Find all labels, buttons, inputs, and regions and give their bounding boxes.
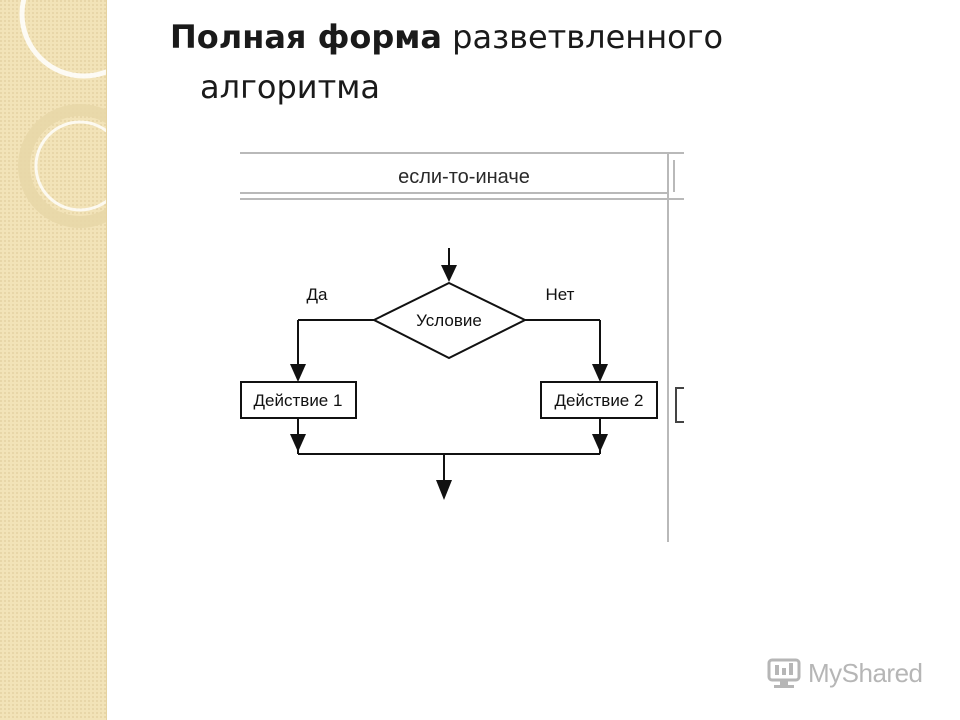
flowchart-svg: если-то-иначе Условие Да Нет xyxy=(240,152,684,542)
myshared-logo-icon xyxy=(767,658,801,688)
arrowheads xyxy=(290,265,608,500)
page-title: Полная форма разветвленного алгоритма xyxy=(170,12,810,112)
title-bold: Полная форма xyxy=(170,18,442,56)
arrow-down-icon xyxy=(592,434,608,452)
arrow-down-icon xyxy=(436,480,452,500)
action2-box xyxy=(540,381,658,419)
table-header: если-то-иначе xyxy=(398,166,530,188)
action2-label: Действие 2 xyxy=(555,391,644,410)
title-line2: алгоритма xyxy=(200,68,380,106)
yes-label: Да xyxy=(307,285,329,304)
condition-label: Условие xyxy=(416,311,482,330)
arrow-down-icon xyxy=(290,364,306,382)
arrow-down-icon xyxy=(441,265,457,282)
decorative-side-strip xyxy=(0,0,107,720)
watermark-text: MyShared xyxy=(808,658,923,688)
decorative-rings xyxy=(18,0,106,228)
watermark: MyShared xyxy=(766,654,936,694)
action1-label: Действие 1 xyxy=(254,391,343,410)
flowchart: если-то-иначе Условие Да Нет xyxy=(236,148,684,542)
action1-box xyxy=(240,381,357,419)
table-frame xyxy=(240,152,684,542)
condition-diamond xyxy=(371,281,528,360)
no-label: Нет xyxy=(546,285,575,304)
arrow-down-icon xyxy=(290,434,306,452)
title-rest: разветвленного xyxy=(452,18,724,56)
arrow-down-icon xyxy=(592,364,608,382)
